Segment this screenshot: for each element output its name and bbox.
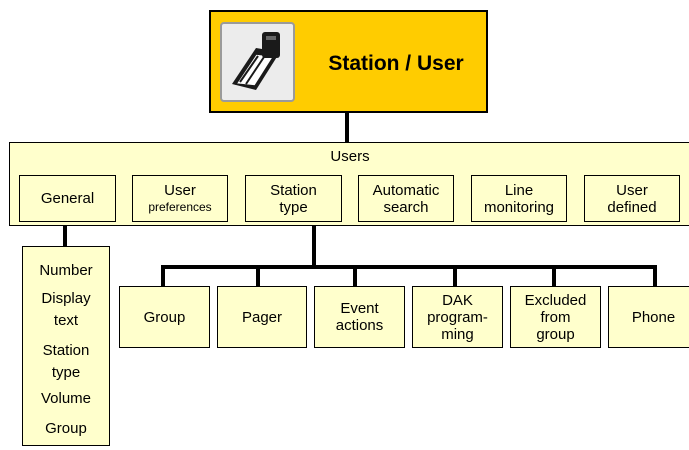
group-box: Group (119, 286, 210, 348)
event-actions-box: Event actions (314, 286, 405, 348)
root-connector (345, 112, 349, 143)
general-item-station-type: Station type (42, 342, 90, 381)
general-box: General (19, 175, 116, 222)
excluded-from-group-box: Excluded from group (510, 286, 601, 348)
group-label: Group (143, 308, 186, 326)
branch-group (161, 265, 165, 287)
branch-phone (653, 265, 657, 287)
user-preferences-label-top: User (164, 181, 196, 199)
branch-dak-programming (453, 265, 457, 287)
line-monitoring-box: Line monitoring (471, 175, 567, 222)
general-item-number: Number (39, 262, 93, 279)
general-connector (63, 225, 67, 247)
phone-label: Phone (631, 308, 676, 326)
station-type-box: Station type (245, 175, 342, 222)
general-items-list: Number Display text Station type Volume … (22, 246, 110, 446)
station-type-label: Station type (270, 181, 317, 216)
event-actions-label: Event actions (335, 300, 384, 334)
general-item-group: Group (45, 420, 87, 437)
dak-programming-box: DAK program- ming (412, 286, 503, 348)
general-label: General (40, 190, 95, 207)
branch-event-actions (353, 265, 357, 287)
general-item-volume: Volume (40, 390, 92, 407)
station-type-branch-bar (161, 265, 657, 269)
station-user-node: Station / User (209, 10, 488, 113)
pager-label: Pager (241, 308, 283, 326)
automatic-search-label: Automatic search (372, 181, 440, 216)
user-preferences-label-bottom: preferences (148, 199, 212, 214)
users-title: Users (330, 148, 370, 165)
general-item-display-text: Display text (41, 290, 91, 329)
phone-box: Phone (608, 286, 689, 348)
branch-pager (256, 265, 260, 287)
telephone-handset-icon (220, 22, 295, 102)
excluded-from-group-label: Excluded from group (524, 291, 587, 343)
user-defined-label: User defined (607, 181, 657, 216)
automatic-search-box: Automatic search (358, 175, 454, 222)
dak-programming-label: DAK program- ming (427, 291, 488, 343)
branch-excluded-from-group (552, 265, 556, 287)
user-preferences-box: User preferences (132, 175, 228, 222)
pager-box: Pager (217, 286, 307, 348)
root-title: Station / User (328, 52, 464, 75)
users-container: Users (9, 142, 689, 226)
line-monitoring-label: Line monitoring (483, 181, 555, 216)
user-defined-box: User defined (584, 175, 680, 222)
station-type-connector (312, 225, 316, 268)
